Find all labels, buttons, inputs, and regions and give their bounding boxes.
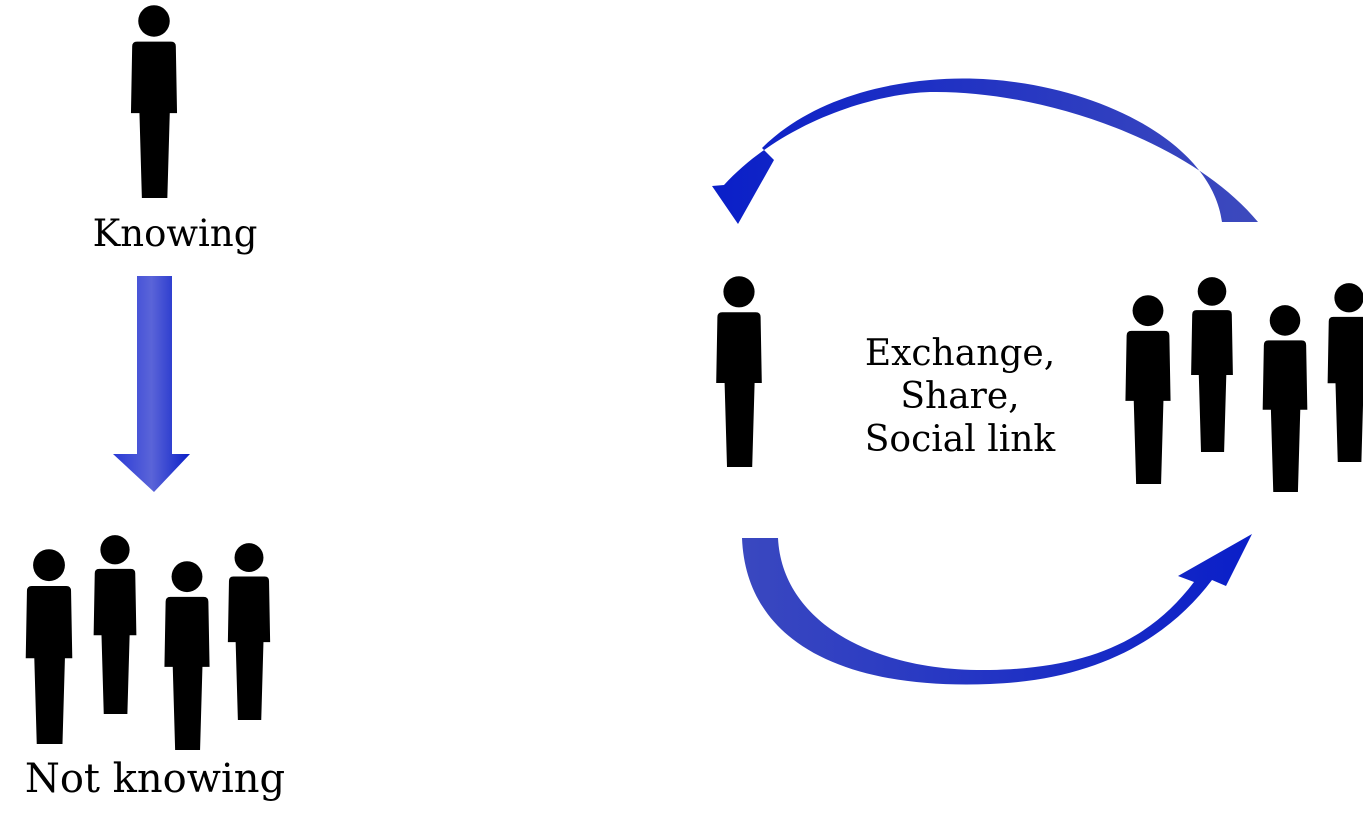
person-icon [716,276,762,467]
social-link-text: Social link [864,418,1056,460]
share-text: Share, [900,375,1020,417]
exchange-share-label: Exchange, Share, Social link [822,333,1098,461]
curved-arrow-left-icon [712,78,1258,224]
people-group-icon [25,535,271,750]
knowing-label: Knowing [92,212,258,255]
not-knowing-label: Not knowing [24,756,286,802]
down-arrow-icon [113,276,190,492]
curved-arrow-right-icon [742,534,1252,685]
people-group-icon [1125,277,1363,492]
person-icon [130,5,178,198]
exchange-text: Exchange, [864,333,1056,374]
